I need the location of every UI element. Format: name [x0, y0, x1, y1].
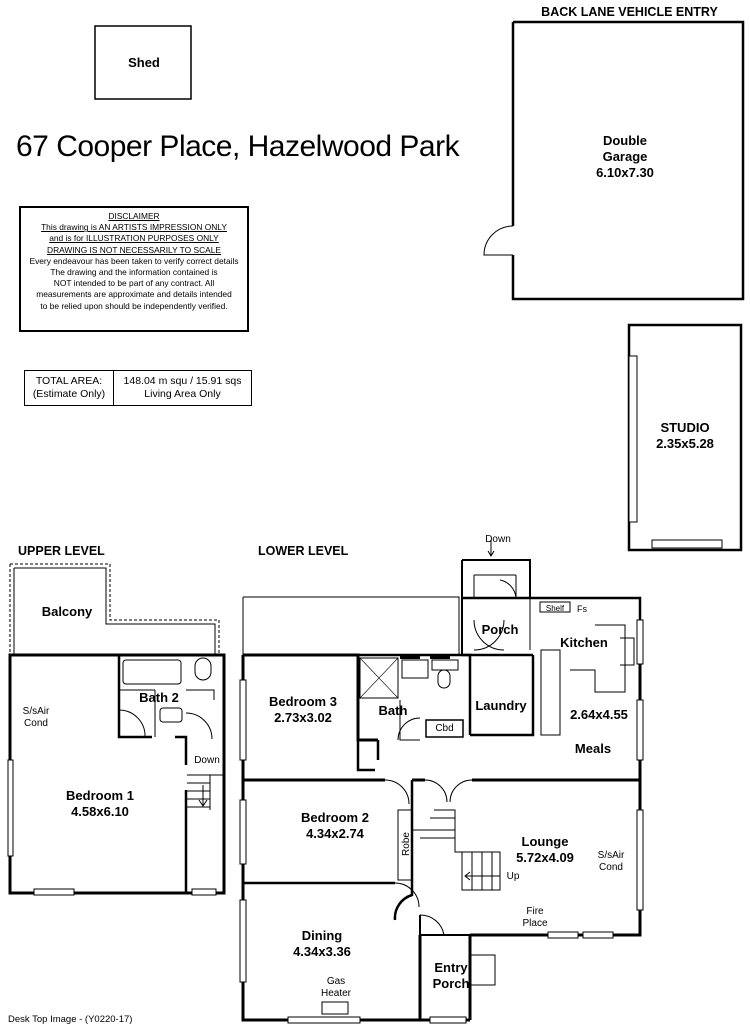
bedroom3-label: Bedroom 3 2.73x3.02: [262, 694, 344, 726]
total-area-table: TOTAL AREA: (Estimate Only) 148.04 m squ…: [24, 370, 252, 406]
total-area-label-1: TOTAL AREA:: [35, 375, 103, 387]
balcony-label: Balcony: [41, 604, 93, 619]
robe-label: Robe: [401, 832, 412, 856]
studio-window: [628, 355, 638, 523]
total-area-value: 148.04 m squ / 15.91 sqs Living Area Onl…: [114, 371, 251, 405]
garage-dimensions: 6.10x7.30: [596, 165, 654, 180]
dining-dimensions: 4.34x3.36: [293, 944, 351, 959]
fireplace-1: Fire: [526, 906, 544, 917]
address-title: 67 Cooper Place, Hazelwood Park: [16, 130, 460, 163]
lounge-label: Lounge 5.72x4.09: [508, 834, 582, 866]
lounge-name: Lounge: [521, 834, 569, 849]
disclaimer-line: Every endeavour has been taken to verify…: [29, 255, 239, 266]
up-label: Up: [506, 871, 520, 882]
bedroom2-label: Bedroom 2 4.34x2.74: [295, 810, 375, 842]
garage-label: Double Garage 6.10x7.30: [585, 133, 665, 181]
lower-air-cond-2: Cond: [599, 862, 623, 873]
dining-name: Dining: [301, 928, 343, 943]
meals-label: Meals: [574, 741, 612, 756]
entry-porch-1: Entry: [434, 960, 468, 975]
fs-label: Fs: [577, 604, 587, 614]
total-area-value-1: 148.04 m squ / 15.91 sqs: [123, 375, 242, 387]
bedroom1-name: Bedroom 1: [66, 788, 134, 803]
lounge-dimensions: 5.72x4.09: [516, 850, 574, 865]
cbd-label: Cbd: [435, 723, 454, 734]
gas-heater-1: Gas: [326, 976, 346, 987]
upper-down-label: Down: [194, 755, 220, 766]
entry-porch-label: Entry Porch: [425, 960, 477, 992]
disclaimer-line: and is for ILLUSTRATION PURPOSES ONLY: [49, 233, 219, 244]
disclaimer-heading: DISCLAIMER: [108, 211, 160, 221]
kitchen-dimensions: 2.64x4.55: [570, 707, 628, 722]
studio-label: STUDIO 2.35x5.28: [650, 420, 720, 452]
lower-air-cond-label: S/sAir Cond: [594, 850, 628, 874]
footer-caption: Desk Top Image - (Y0220-17): [8, 1014, 133, 1025]
disclaimer-box: DISCLAIMER This drawing is AN ARTISTS IM…: [19, 206, 249, 332]
lower-level-heading: LOWER LEVEL: [258, 544, 349, 558]
studio-name: STUDIO: [660, 420, 710, 435]
porch-down-label: Down: [485, 534, 511, 545]
bath2-label: Bath 2: [139, 690, 179, 705]
disclaimer-line: measurements are approximate and details…: [36, 289, 232, 300]
shed-label: Shed: [128, 55, 160, 70]
upper-level-heading: UPPER LEVEL: [18, 544, 105, 558]
disclaimer-line: DRAWING IS NOT NECESSARILY TO SCALE: [47, 244, 221, 255]
upper-air-cond-1: S/sAir: [22, 706, 50, 717]
bedroom1-label: Bedroom 1 4.58x6.10: [60, 788, 140, 820]
gas-heater-2: Heater: [320, 988, 351, 999]
fireplace-label: Fire Place: [513, 906, 557, 930]
entry-porch-2: Porch: [432, 976, 470, 991]
lower-air-cond-1: S/sAir: [597, 850, 625, 861]
upper-level-outline: [8, 653, 226, 895]
gas-heater-label: Gas Heater: [316, 976, 356, 1000]
garage-door-swing: [483, 225, 514, 256]
balcony-outline: [10, 563, 220, 655]
total-area-label: TOTAL AREA: (Estimate Only): [25, 371, 114, 405]
total-area-value-2: Living Area Only: [144, 388, 221, 400]
garage-name: Double: [602, 133, 648, 148]
shed-outline: [94, 25, 192, 100]
disclaimer-line: NOT intended to be part of any contract.…: [53, 278, 215, 289]
garage-name-2: Garage: [602, 149, 648, 164]
upper-air-cond-2: Cond: [24, 718, 48, 729]
laundry-label: Laundry: [475, 698, 527, 713]
shelf-label: Shelf: [545, 604, 565, 613]
garage-outline: [511, 20, 745, 301]
disclaimer-line: The drawing and the information containe…: [50, 267, 218, 278]
bath-label: Bath: [378, 703, 408, 718]
lower-deck: [243, 596, 460, 655]
bedroom3-name: Bedroom 3: [269, 694, 337, 709]
bedroom2-name: Bedroom 2: [301, 810, 369, 825]
porch-label: Porch: [481, 622, 519, 637]
upper-air-cond-label: S/sAir Cond: [20, 706, 52, 730]
bedroom3-dimensions: 2.73x3.02: [274, 710, 332, 725]
bedroom1-dimensions: 4.58x6.10: [71, 804, 129, 819]
bedroom2-dimensions: 4.34x2.74: [306, 826, 364, 841]
total-area-label-2: (Estimate Only): [32, 388, 106, 400]
disclaimer-line: This drawing is AN ARTISTS IMPRESSION ON…: [41, 222, 227, 233]
kitchen-label: Kitchen: [560, 635, 608, 650]
dining-label: Dining 4.34x3.36: [282, 928, 362, 960]
studio-dimensions: 2.35x5.28: [656, 436, 714, 451]
disclaimer-line: to be relied upon should be independentl…: [40, 300, 228, 311]
fireplace-2: Place: [522, 918, 548, 929]
back-lane-label: BACK LANE VEHICLE ENTRY: [541, 5, 718, 19]
